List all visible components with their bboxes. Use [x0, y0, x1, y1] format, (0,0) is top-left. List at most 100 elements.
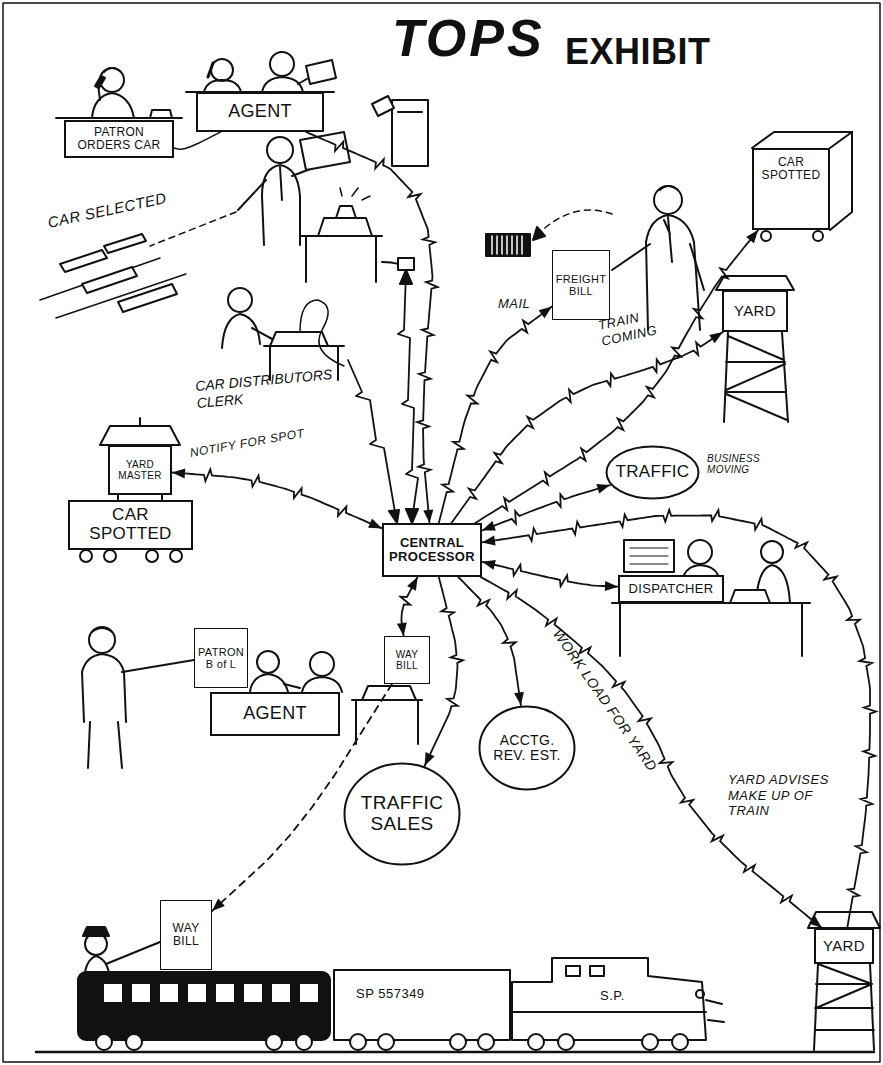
zigzag-connector — [475, 230, 758, 523]
supervisor-figure — [300, 132, 350, 170]
train — [296, 1034, 312, 1050]
terminal-box — [398, 111, 422, 113]
arrow-head — [482, 536, 496, 546]
node-label: PATRON ORDERS CAR — [67, 126, 171, 152]
billing-clerk — [612, 244, 650, 270]
agent-figures — [204, 80, 241, 92]
teletype-desk — [300, 236, 382, 282]
signal-bolt — [398, 270, 418, 523]
train — [696, 990, 704, 998]
arrow-head — [709, 332, 723, 343]
node-label: YARD MASTER — [111, 459, 169, 481]
teletype-desk — [300, 188, 414, 282]
billing-clerk — [533, 227, 545, 240]
supervisor-figure — [280, 167, 282, 200]
diagram-title: TOPS — [392, 12, 545, 64]
node-label: TRAFFIC SALES — [356, 793, 448, 835]
train — [706, 1000, 724, 1022]
teletype-desk — [336, 206, 356, 218]
patron-figure — [92, 628, 112, 632]
agent-figures — [250, 651, 342, 692]
boxcar — [752, 132, 852, 241]
yardmaster-tower — [139, 418, 141, 426]
coach-windows — [104, 984, 318, 1002]
edge-label: MAIL — [498, 296, 530, 312]
signal-bolt — [398, 272, 418, 520]
patron-figure — [92, 93, 134, 118]
train — [78, 972, 330, 1040]
node-label: CAR SPOTTED — [755, 156, 827, 182]
freight-cars — [60, 250, 107, 272]
zigzag-connector — [397, 577, 418, 636]
signal-bolt — [348, 360, 399, 523]
coach-windows — [272, 984, 290, 1002]
typewriter-desk — [352, 700, 422, 744]
punch-card — [492, 236, 522, 254]
tower-cabin: YARD — [814, 928, 874, 964]
edge-label: YARD ADVISES MAKE UP OF TRAIN — [728, 772, 850, 819]
coach-windows — [132, 984, 150, 1002]
connector-line — [172, 469, 382, 528]
yardmaster-tower — [80, 550, 92, 562]
ellipse-outline — [480, 707, 575, 790]
edge-label: NOTIFY FOR SPOT — [189, 426, 306, 460]
freight-cars — [118, 284, 177, 312]
dispatcher-desk — [761, 541, 783, 563]
node-label: CAR SPOTTED — [71, 506, 190, 543]
arrow-head — [425, 752, 435, 766]
agent-figures — [270, 52, 294, 76]
zigzag-connector — [451, 332, 723, 523]
patron-figure — [150, 110, 172, 118]
node-label: FREIGHT BILL — [554, 273, 608, 297]
agent-figures — [208, 63, 213, 77]
teletype-desk — [382, 262, 398, 264]
desk-front: AGENT — [196, 92, 324, 132]
train — [96, 1034, 112, 1050]
coach-windows — [300, 984, 318, 1002]
train — [378, 1034, 394, 1050]
paper-sheet: WAY BILL — [160, 900, 212, 970]
desk-front: PATRON ORDERS CAR — [64, 120, 174, 158]
punch-card — [486, 234, 530, 256]
zigzag-connector — [306, 132, 437, 523]
arrow-head — [746, 230, 758, 243]
conductor-figure — [83, 927, 109, 936]
node-label: YARD — [734, 303, 776, 320]
boxcar — [830, 132, 852, 148]
dispatcher-desk — [630, 548, 668, 564]
tower-cabin: YARD — [722, 290, 788, 332]
patron-figure — [122, 660, 194, 672]
train — [590, 966, 604, 976]
agent-figures — [310, 652, 334, 676]
node-label: WAY BILL — [162, 922, 210, 948]
train — [266, 1034, 282, 1050]
dispatcher-desk — [730, 590, 770, 603]
boxcar-side: CAR SPOTTED — [752, 148, 830, 230]
zigzag-connector — [458, 577, 524, 705]
train — [558, 1034, 574, 1050]
car-number: SP 557349 — [356, 986, 425, 1002]
clerk-figure — [252, 328, 274, 340]
yard-tower — [808, 912, 880, 928]
dispatcher-desk — [624, 540, 674, 572]
billing-clerk — [654, 186, 682, 214]
node-label: PATRON B of L — [196, 646, 246, 670]
train — [126, 1034, 142, 1050]
connector-line — [451, 332, 723, 523]
billing-clerk — [660, 186, 678, 190]
paper-sheet: WAY BILL — [384, 636, 430, 684]
freight-cars — [150, 212, 236, 246]
punch-card — [486, 234, 530, 256]
ellipse-outline — [345, 764, 460, 865]
patron-figure — [56, 117, 182, 119]
yardmaster-tower — [104, 550, 116, 562]
coach-windows — [244, 984, 262, 1002]
arrow-head — [407, 577, 418, 591]
arrow-head — [596, 484, 610, 494]
zigzag-connector — [481, 577, 822, 928]
train — [450, 1034, 466, 1050]
node-label: AGENT — [228, 102, 292, 122]
patron-figure — [104, 68, 121, 72]
zigzag-connector — [482, 560, 618, 591]
